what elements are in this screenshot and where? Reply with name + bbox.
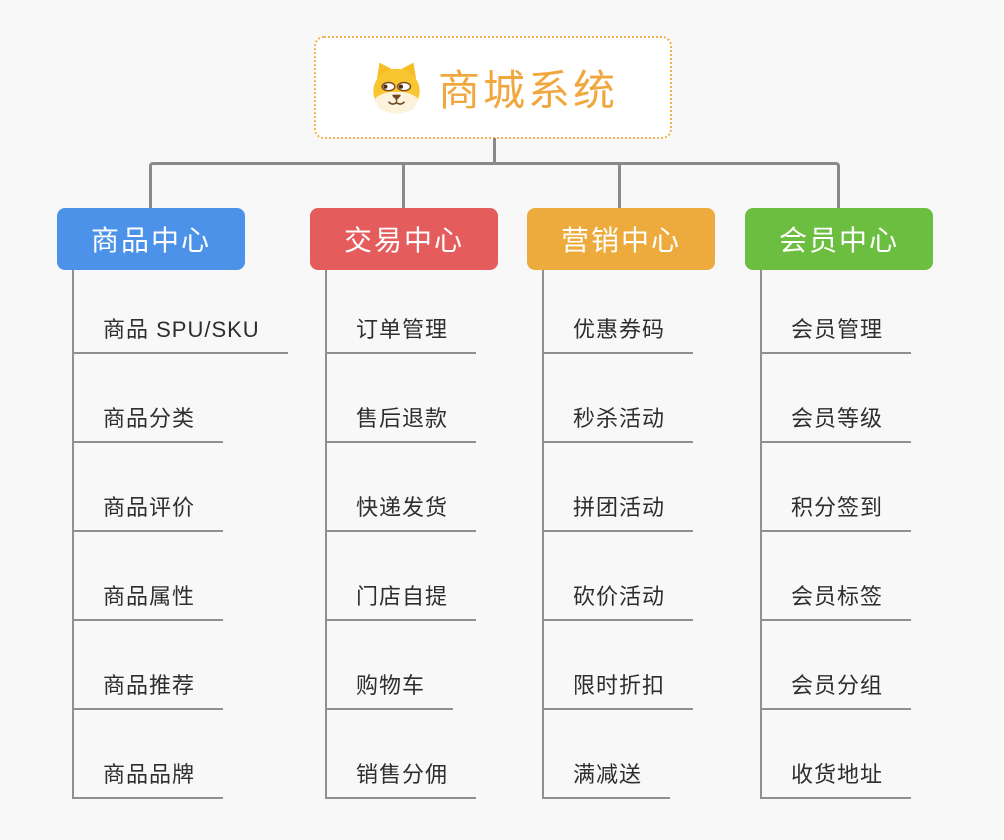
list-item: 商品推荐 bbox=[72, 621, 245, 710]
list-item: 优惠券码 bbox=[542, 270, 715, 354]
child-topic[interactable]: 满减送 bbox=[542, 757, 671, 799]
branch-node-trade-center[interactable]: 交易中心 bbox=[310, 208, 498, 270]
list-item: 秒杀活动 bbox=[542, 354, 715, 443]
list-item: 门店自提 bbox=[325, 532, 498, 621]
child-topic[interactable]: 收货地址 bbox=[760, 757, 912, 799]
child-topic[interactable]: 售后退款 bbox=[325, 401, 477, 443]
list-item: 限时折扣 bbox=[542, 621, 715, 710]
child-topic[interactable]: 秒杀活动 bbox=[542, 401, 694, 443]
list-item: 拼团活动 bbox=[542, 443, 715, 532]
child-topic[interactable]: 会员管理 bbox=[760, 312, 912, 354]
list-item: 商品品牌 bbox=[72, 710, 245, 799]
branch-member-center: 会员中心 会员管理 会员等级 积分签到 会员标签 会员分组 收货地址 bbox=[745, 208, 933, 799]
list-item: 商品 SPU/SKU bbox=[72, 270, 288, 354]
root-topic-node[interactable]: 商城系统 bbox=[314, 36, 672, 139]
child-topic[interactable]: 商品品牌 bbox=[72, 757, 224, 799]
child-topic[interactable]: 限时折扣 bbox=[542, 668, 694, 710]
list-item: 积分签到 bbox=[760, 443, 933, 532]
child-topic[interactable]: 会员标签 bbox=[760, 579, 912, 621]
child-topic[interactable]: 门店自提 bbox=[325, 579, 477, 621]
branch-node-marketing-center[interactable]: 营销中心 bbox=[527, 208, 715, 270]
child-topic[interactable]: 积分签到 bbox=[760, 490, 912, 532]
list-item: 售后退款 bbox=[325, 354, 498, 443]
branch-node-member-center[interactable]: 会员中心 bbox=[745, 208, 933, 270]
child-topic[interactable]: 会员等级 bbox=[760, 401, 912, 443]
branch-children-marketing: 优惠券码 秒杀活动 拼团活动 砍价活动 限时折扣 满减送 bbox=[542, 270, 715, 799]
branch-children-member: 会员管理 会员等级 积分签到 会员标签 会员分组 收货地址 bbox=[760, 270, 933, 799]
child-topic[interactable]: 销售分佣 bbox=[325, 757, 477, 799]
child-topic[interactable]: 商品推荐 bbox=[72, 668, 224, 710]
child-topic[interactable]: 订单管理 bbox=[325, 312, 477, 354]
branch-children-trade: 订单管理 售后退款 快递发货 门店自提 购物车 销售分佣 bbox=[325, 270, 498, 799]
connector-root-stub bbox=[493, 138, 496, 163]
connector-bracket bbox=[149, 162, 840, 209]
connector-drop-marketing bbox=[618, 162, 621, 209]
dog-face-icon bbox=[373, 62, 420, 114]
list-item: 商品属性 bbox=[72, 532, 245, 621]
list-item: 砍价活动 bbox=[542, 532, 715, 621]
list-item: 收货地址 bbox=[760, 710, 933, 799]
child-topic[interactable]: 快递发货 bbox=[325, 490, 477, 532]
child-topic[interactable]: 砍价活动 bbox=[542, 579, 694, 621]
branch-children-product: 商品 SPU/SKU 商品分类 商品评价 商品属性 商品推荐 商品品牌 bbox=[72, 270, 288, 799]
list-item: 会员管理 bbox=[760, 270, 933, 354]
branch-node-product-center[interactable]: 商品中心 bbox=[57, 208, 245, 270]
child-topic[interactable]: 拼团活动 bbox=[542, 490, 694, 532]
child-topic[interactable]: 商品评价 bbox=[72, 490, 224, 532]
branch-trade-center: 交易中心 订单管理 售后退款 快递发货 门店自提 购物车 销售分佣 bbox=[310, 208, 498, 799]
list-item: 满减送 bbox=[542, 710, 715, 799]
child-topic[interactable]: 商品分类 bbox=[72, 401, 224, 443]
root-topic-title: 商城系统 bbox=[437, 67, 618, 114]
branch-marketing-center: 营销中心 优惠券码 秒杀活动 拼团活动 砍价活动 限时折扣 满减送 bbox=[527, 208, 715, 799]
connector-drop-trade bbox=[402, 162, 405, 209]
child-topic[interactable]: 商品 SPU/SKU bbox=[72, 312, 288, 354]
list-item: 订单管理 bbox=[325, 270, 498, 354]
list-item: 会员标签 bbox=[760, 532, 933, 621]
branch-product-center: 商品中心 商品 SPU/SKU 商品分类 商品评价 商品属性 商品推荐 商品品牌 bbox=[57, 208, 288, 799]
child-topic[interactable]: 优惠券码 bbox=[542, 312, 694, 354]
list-item: 购物车 bbox=[325, 621, 498, 710]
list-item: 商品评价 bbox=[72, 443, 245, 532]
list-item: 会员分组 bbox=[760, 621, 933, 710]
child-topic[interactable]: 会员分组 bbox=[760, 668, 912, 710]
list-item: 商品分类 bbox=[72, 354, 245, 443]
list-item: 快递发货 bbox=[325, 443, 498, 532]
list-item: 会员等级 bbox=[760, 354, 933, 443]
child-topic[interactable]: 商品属性 bbox=[72, 579, 224, 621]
child-topic[interactable]: 购物车 bbox=[325, 668, 454, 710]
list-item: 销售分佣 bbox=[325, 710, 498, 799]
